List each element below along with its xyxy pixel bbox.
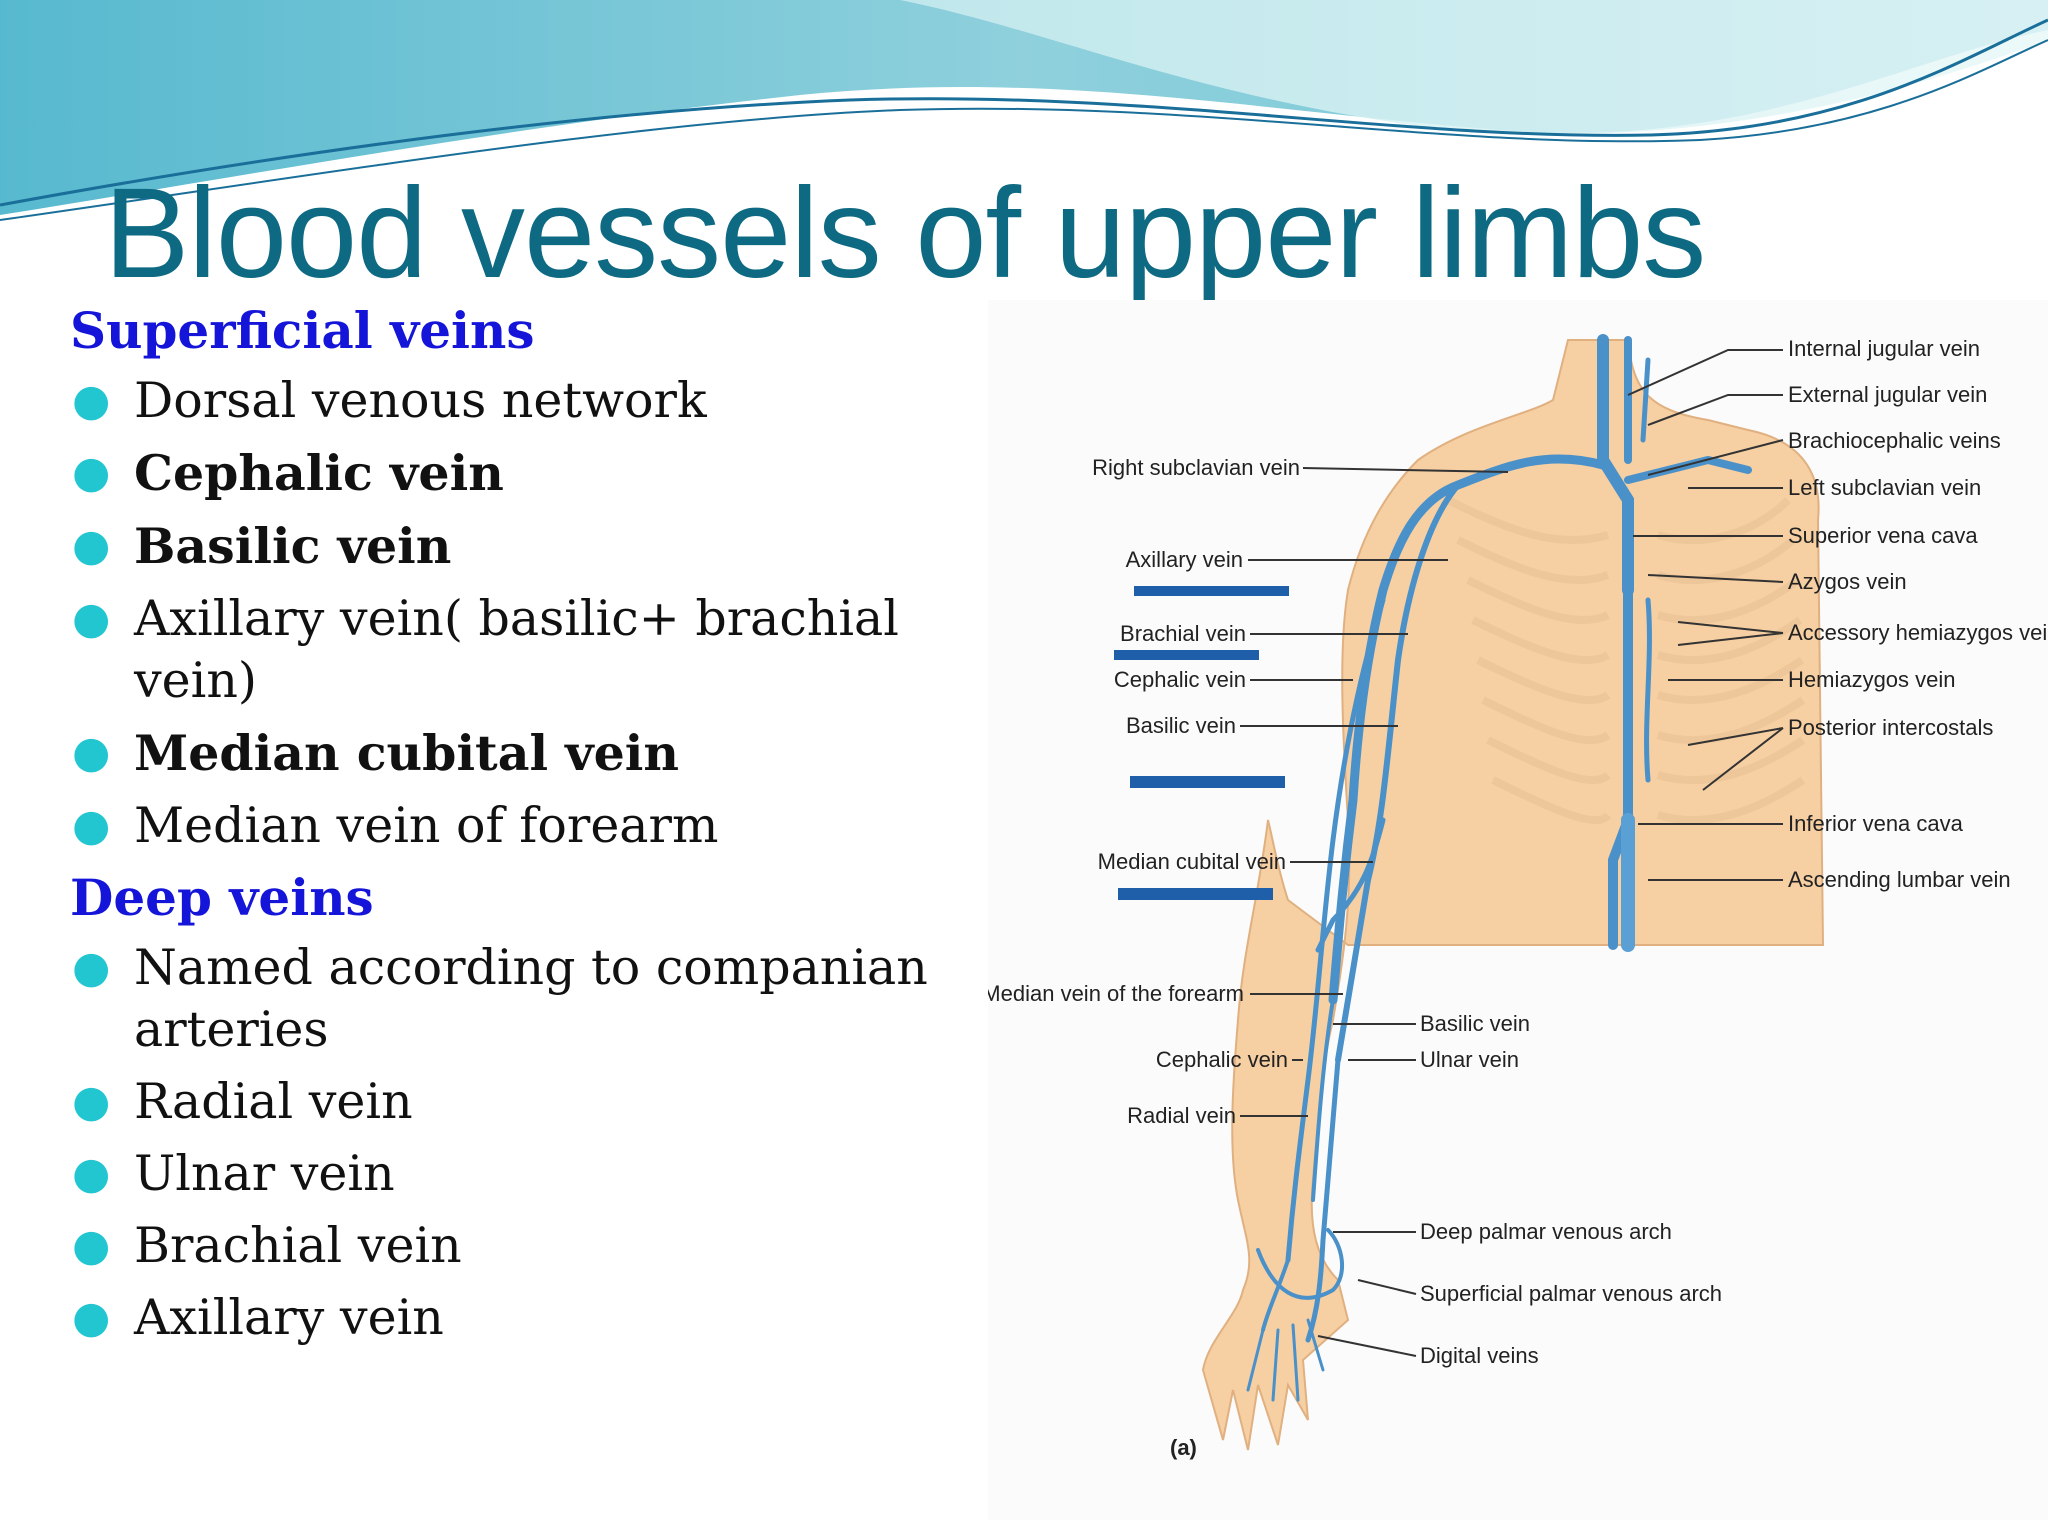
leader-lines	[1240, 349, 1784, 1357]
label-left-subclavian: Left subclavian vein	[1788, 475, 1981, 500]
bullet-icon: ●	[72, 1076, 111, 1127]
label-ascending-lumbar: Ascending lumbar vein	[1788, 867, 2011, 892]
bullet-icon: ●	[72, 375, 111, 426]
list-item: ● Axillary vein( basilic+ brachial vein)	[72, 590, 899, 709]
label-ulnar: Ulnar vein	[1420, 1047, 1519, 1072]
label-digital-veins: Digital veins	[1420, 1343, 1539, 1368]
label-basilic: Basilic vein	[1126, 713, 1236, 738]
rib-cage	[1446, 496, 1806, 825]
highlight-bars	[1114, 586, 1289, 900]
bullet-icon: ●	[72, 520, 111, 571]
label-axillary: Axillary vein	[1126, 547, 1243, 572]
label-azygos: Azygos vein	[1788, 569, 1907, 594]
list-item: ● Median vein of forearm	[70, 795, 970, 857]
label-inferior-vena-cava: Inferior vena cava	[1788, 811, 1964, 836]
list-item: ●Basilic vein	[72, 517, 452, 575]
bullet-icon: ●	[72, 1148, 111, 1199]
label-median-vein-forearm: Median vein of the forearm	[988, 981, 1244, 1006]
list-item: ● Axillary vein	[70, 1287, 970, 1349]
bullet-icon: ●	[72, 727, 111, 778]
label-cephalic-lower: Cephalic vein	[1156, 1047, 1288, 1072]
bullet-icon: ●	[72, 1220, 111, 1271]
header-wave-decoration	[0, 0, 2048, 221]
list-item: ● Named according to companian arteries	[72, 939, 928, 1058]
bullet-icon: ●	[72, 800, 111, 851]
panel-label: (a)	[1170, 1435, 1197, 1460]
list-item: ● Median cubital vein	[72, 724, 680, 782]
deep-veins-heading: Deep veins	[70, 868, 374, 927]
label-internal-jugular: Internal jugular vein	[1788, 336, 1980, 361]
label-superficial-palmar-arch: Superficial palmar venous arch	[1420, 1281, 1722, 1306]
label-median-cubital: Median cubital vein	[1098, 849, 1286, 874]
venous-anatomy-diagram: Internal jugular vein External jugular v…	[988, 300, 2048, 1520]
label-deep-palmar-arch: Deep palmar venous arch	[1420, 1219, 1672, 1244]
label-radial: Radial vein	[1127, 1103, 1236, 1128]
label-basilic-lower: Basilic vein	[1420, 1011, 1530, 1036]
slide-title: Blood vessels of upper limbs	[104, 162, 1706, 305]
label-brachiocephalic: Brachiocephalic veins	[1788, 428, 2001, 453]
list-item: ●Cephalic vein	[72, 444, 504, 502]
label-posterior-intercostals: Posterior intercostals	[1788, 715, 1993, 740]
list-item: ● Dorsal venous network	[70, 370, 970, 432]
lower-labels: Basilic vein Ulnar vein Deep palmar veno…	[1170, 1011, 1722, 1460]
left-labels: Right subclavian vein Axillary vein Brac…	[988, 455, 1300, 1128]
superficial-veins-heading: Superficial veins	[70, 301, 535, 360]
label-superior-vena-cava: Superior vena cava	[1788, 523, 1978, 548]
list-item: ●Radial vein	[70, 1071, 970, 1133]
list-item: ●Brachial vein	[70, 1215, 970, 1277]
bullet-icon: ●	[72, 593, 111, 644]
label-cephalic: Cephalic vein	[1114, 667, 1246, 692]
label-accessory-hemiazygos: Accessory hemiazygos vein	[1788, 620, 2048, 645]
label-hemiazygos: Hemiazygos vein	[1788, 667, 1956, 692]
list-item: ● Ulnar vein	[70, 1143, 970, 1205]
right-labels: Internal jugular vein External jugular v…	[1788, 336, 2048, 892]
text-content: Superficial veins ● Dorsal venous networ…	[70, 300, 970, 1359]
label-right-subclavian: Right subclavian vein	[1092, 455, 1300, 480]
vein-network	[1246, 334, 1752, 1402]
label-external-jugular: External jugular vein	[1788, 382, 1987, 407]
bullet-icon: ●	[72, 447, 111, 498]
bullet-icon: ●	[72, 1292, 111, 1343]
label-brachial: Brachial vein	[1120, 621, 1246, 646]
bullet-icon: ●	[72, 942, 111, 993]
